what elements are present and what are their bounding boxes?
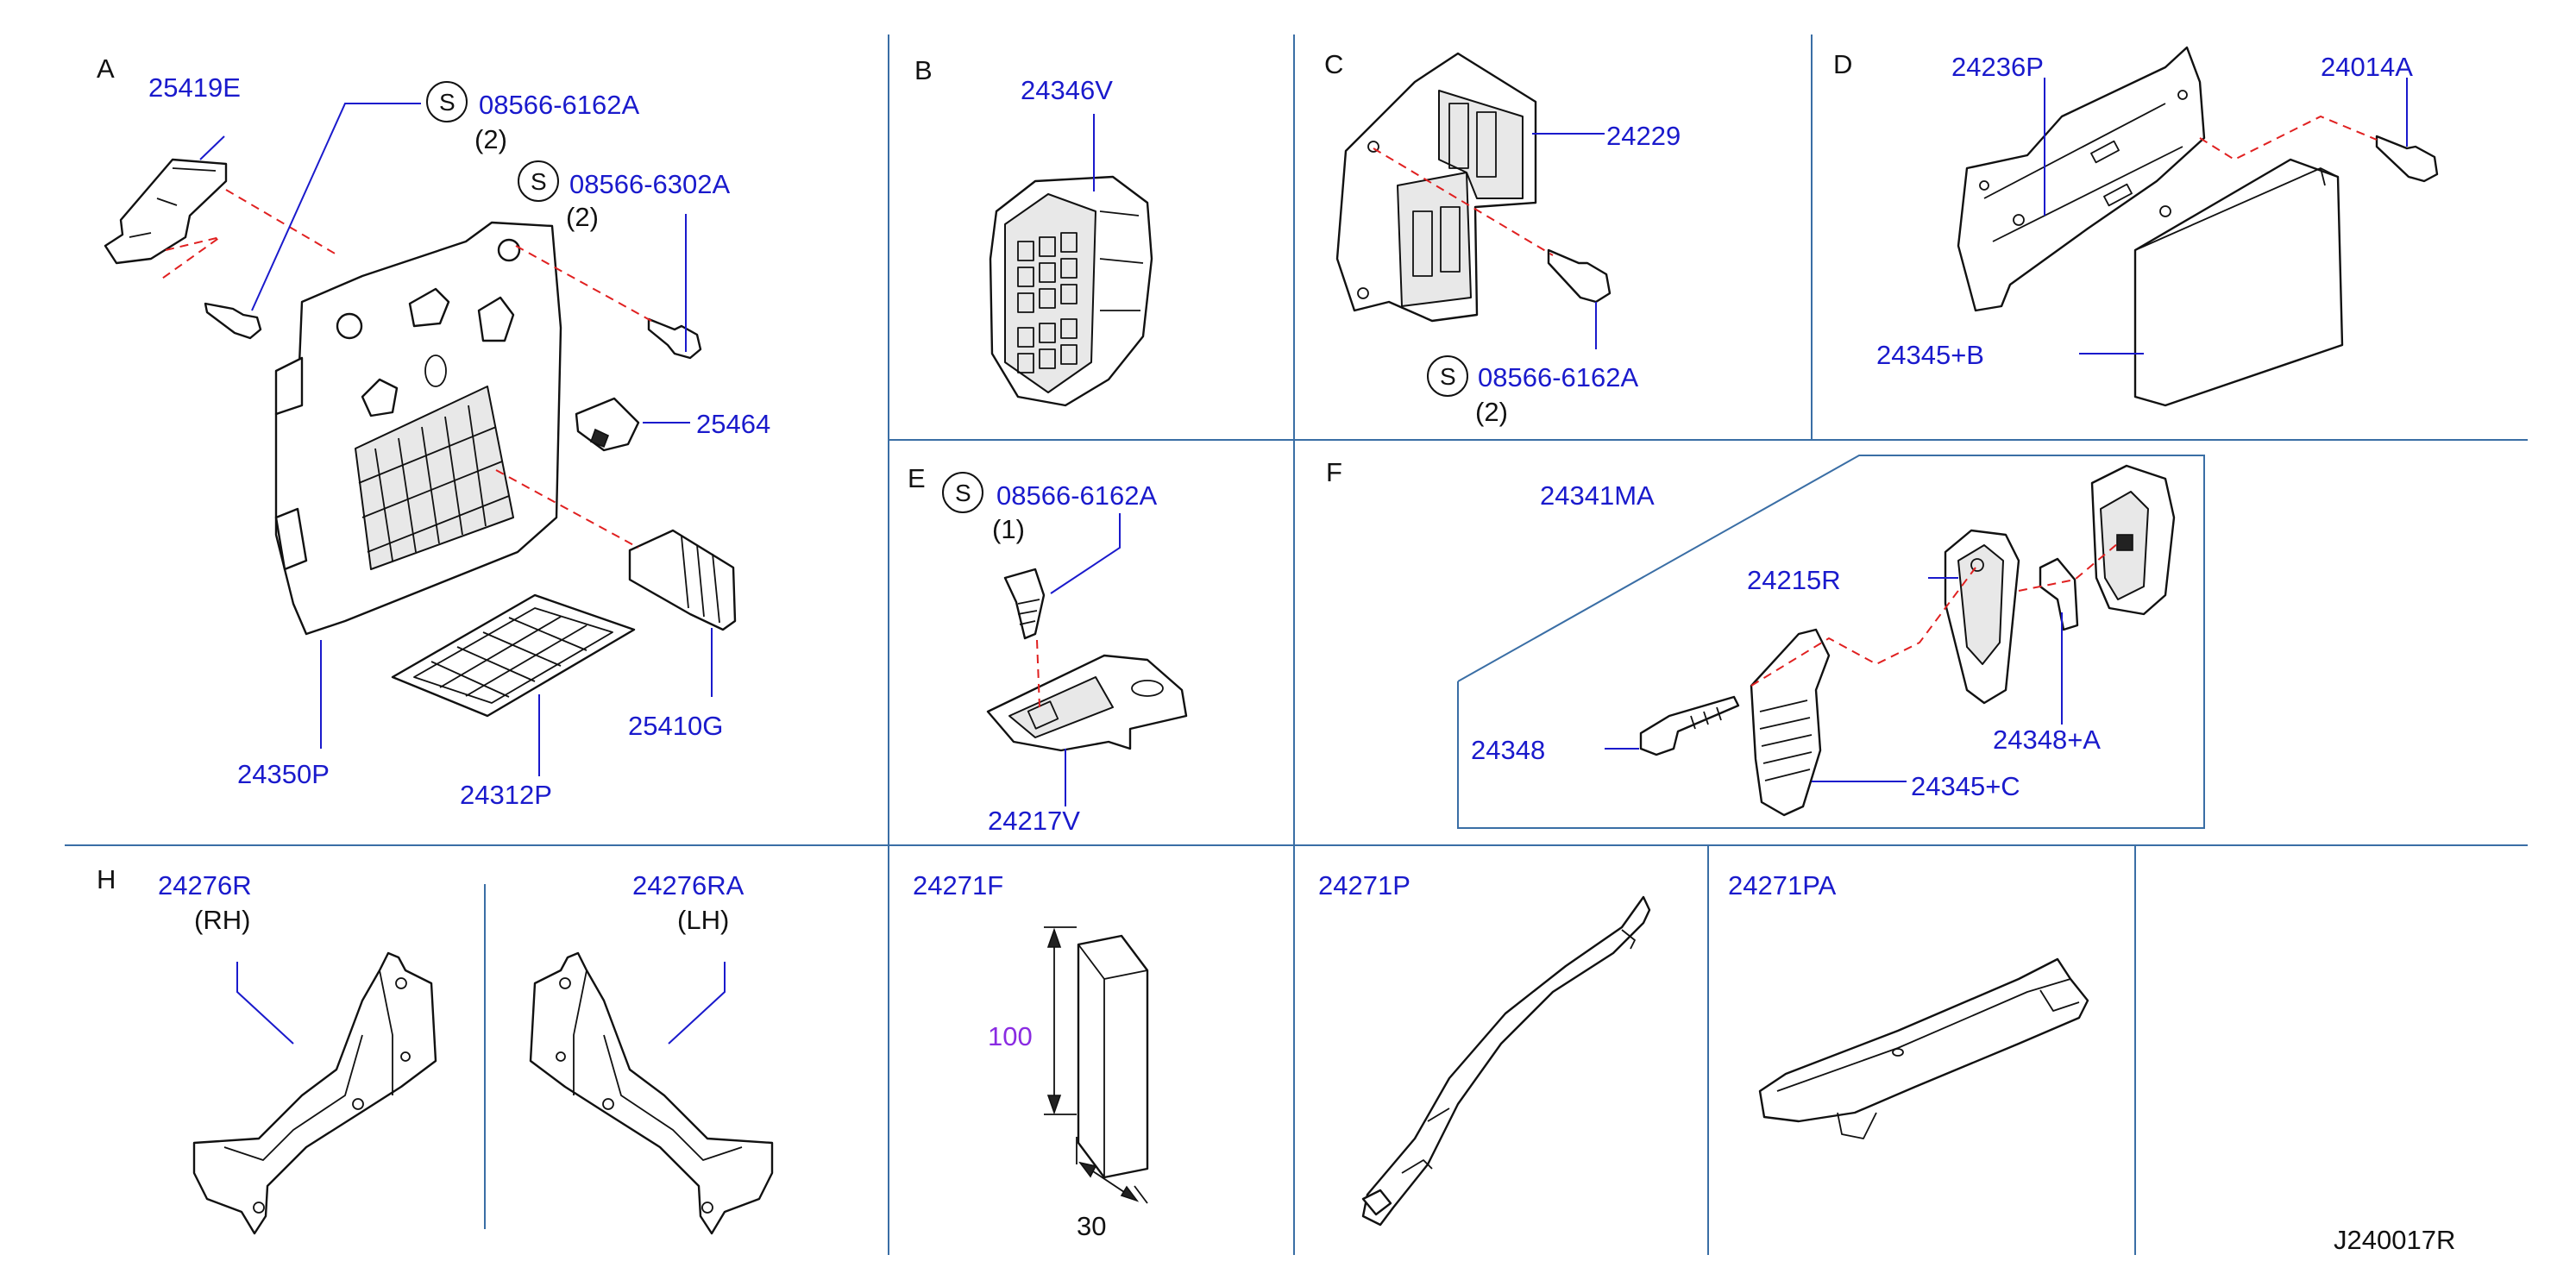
part-25419e-label: 25419E — [148, 72, 241, 103]
dimension-height-label: 100 — [988, 1021, 1033, 1051]
svg-text:S: S — [439, 89, 456, 116]
pad-24271f-drawing — [1077, 934, 1149, 1179]
section-f — [1605, 464, 2176, 817]
part-24271p-label: 24271P — [1318, 870, 1411, 900]
part-24014a-label: 24014A — [2321, 52, 2413, 82]
section-d — [1957, 46, 2439, 407]
part-24217v-label: 24217V — [988, 806, 1080, 836]
section-b-label: B — [914, 55, 933, 85]
qty-c-label: (2) — [1475, 397, 1508, 427]
diagram-code-label: J240017R — [2334, 1225, 2455, 1255]
screw-marker-a1: S — [426, 81, 468, 122]
seal-24271pa-drawing — [1758, 957, 2089, 1123]
seal-24271p — [1361, 895, 1651, 1227]
part-08566-6162a-label-a: 08566-6162A — [479, 90, 639, 120]
screw-marker-a2: S — [518, 160, 559, 202]
part-08566-6162a-label-e: 08566-6162A — [996, 480, 1157, 511]
grid-lines — [65, 35, 2528, 1255]
part-25464-label: 25464 — [696, 409, 770, 439]
part-08566-6162a-label-c: 08566-6162A — [1478, 362, 1638, 392]
bracket-24236p-drawing — [1957, 46, 2206, 312]
part-24345b-label: 24345+B — [1876, 340, 1984, 370]
part-24215r-label: 24215R — [1747, 565, 1841, 595]
screw-24348-drawing — [1639, 695, 1740, 756]
part-24271pa-label: 24271PA — [1728, 870, 1837, 900]
screw-marker-e: S — [942, 472, 983, 513]
part-24276r-label: 24276R — [158, 870, 252, 900]
section-a — [104, 103, 737, 776]
svg-text:S: S — [531, 168, 547, 195]
section-b — [989, 114, 1153, 407]
part-25410g-label: 25410G — [628, 711, 723, 741]
qty-a1-label: (2) — [474, 124, 507, 154]
section-f-label: F — [1326, 457, 1342, 487]
qty-a2-label: (2) — [566, 202, 599, 232]
side-lh-label: (LH) — [677, 905, 729, 935]
section-c — [1335, 52, 1612, 349]
bracket-24276r-drawing — [192, 951, 437, 1235]
part-24229-label: 24229 — [1606, 121, 1681, 151]
part-24276ra-label: 24276RA — [632, 870, 745, 900]
svg-text:S: S — [1440, 363, 1456, 390]
screw-c-drawing — [1547, 248, 1612, 304]
bracket-24276ra-drawing — [529, 951, 774, 1235]
part-24346v-label: 24346V — [1021, 75, 1113, 105]
part-24236p-label: 24236P — [1951, 52, 2044, 82]
side-rh-label: (RH) — [194, 905, 250, 935]
qty-e-label: (1) — [992, 514, 1025, 544]
part-24345c-label: 24345+C — [1911, 771, 2020, 801]
part-24271f-label: 24271F — [913, 870, 1003, 900]
screw-a1-drawing — [204, 302, 262, 340]
section-h — [192, 951, 774, 1235]
part-24348-label: 24348 — [1471, 735, 1545, 765]
part-24312p-label: 24312P — [460, 780, 552, 810]
svg-text:S: S — [955, 480, 971, 506]
part-08566-6302a-label: 08566-6302A — [569, 169, 730, 199]
screw-a2-drawing — [647, 317, 702, 360]
screw-d-drawing — [2375, 135, 2439, 183]
fuse-25464-drawing — [575, 397, 640, 452]
seal-24271p-drawing — [1361, 895, 1651, 1227]
screw-marker-c: S — [1427, 355, 1468, 397]
section-h-label: H — [97, 864, 116, 894]
seal-24271pa — [1758, 957, 2089, 1139]
part-24341ma-label: 24341MA — [1540, 480, 1655, 511]
dimension-width-label: 30 — [1077, 1211, 1106, 1241]
box-24345b-drawing — [2133, 158, 2344, 407]
screw-e-drawing — [1003, 568, 1046, 640]
part-24350p-label: 24350P — [237, 759, 330, 789]
section-d-label: D — [1833, 49, 1852, 79]
connector-25410g-drawing — [628, 529, 737, 631]
pad-24271f — [1044, 926, 1149, 1204]
cover-24312p-drawing — [391, 593, 636, 718]
section-e-label: E — [908, 463, 926, 493]
bracket-25419e-drawing — [104, 158, 228, 265]
part-24348a-label: 24348+A — [1993, 725, 2101, 755]
section-c-label: C — [1324, 49, 1343, 79]
clip-24348a-drawing — [2039, 557, 2079, 631]
section-e — [986, 513, 1188, 806]
section-a-label: A — [97, 53, 115, 84]
